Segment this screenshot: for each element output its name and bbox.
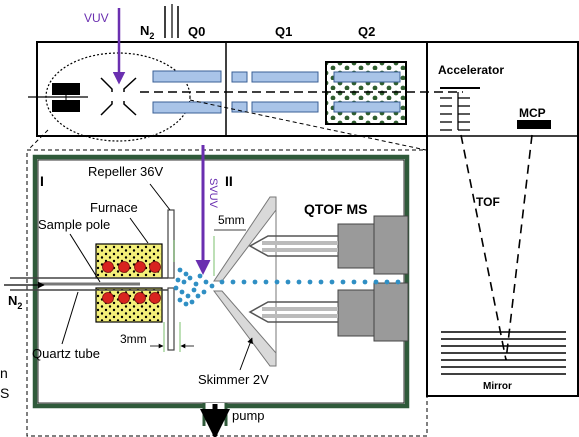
svuv-label: SVUV	[207, 178, 219, 209]
ion-particle	[395, 279, 401, 285]
ion-particle	[179, 289, 185, 295]
lens-right-upper	[123, 77, 137, 92]
ion-particle	[263, 279, 269, 285]
ion-particle	[285, 279, 291, 285]
ion-particle	[296, 279, 302, 285]
tof-label: TOF	[476, 195, 500, 209]
quartz-tube-pointer	[61, 291, 79, 345]
ion-particle	[195, 293, 201, 299]
qtof-inlet-block-lower	[248, 282, 409, 342]
ion-particle	[318, 279, 324, 285]
region-one-label: I	[40, 173, 44, 189]
ion-particle	[362, 279, 368, 285]
qtof-ms-label: QTOF MS	[304, 201, 368, 217]
furnace-label: Furnace	[90, 200, 138, 215]
ion-particle	[187, 275, 193, 281]
ion-particle	[373, 279, 379, 285]
instrument-overview: N2 VUV Q0 Q1 Q2 Accelerator	[27, 4, 579, 397]
ion-particle	[203, 279, 209, 285]
tof-flight-path-down	[460, 134, 507, 361]
ion-particle	[307, 279, 313, 285]
q2-rod-upper	[333, 71, 401, 83]
q2-rod-lower	[333, 101, 401, 113]
accelerator-grid	[440, 92, 470, 131]
ion-particle	[173, 285, 179, 291]
q1-prefilter-lower	[231, 101, 248, 113]
skimmer-pointer	[239, 337, 253, 371]
skimmer-cone-lower	[213, 290, 277, 367]
ion-particle	[175, 277, 181, 283]
repeller-pointer	[149, 183, 171, 211]
zoom-line-left	[27, 129, 49, 151]
ion-particle	[183, 301, 189, 307]
sample-pole-label: Sample pole	[38, 217, 110, 232]
ion-particle	[351, 279, 357, 285]
skimmer-cone-upper	[213, 196, 277, 282]
ion-particle	[201, 289, 207, 295]
pump-label: pump	[232, 408, 265, 423]
q2-collision-cell	[325, 61, 407, 125]
ion-particle	[197, 273, 203, 279]
q1-rod-lower	[251, 101, 319, 113]
zoom-line-right	[189, 99, 427, 151]
ion-particle	[177, 297, 183, 303]
ion-particle	[191, 287, 197, 293]
ion-particle	[230, 279, 236, 285]
q1-rod-upper	[251, 71, 319, 83]
accelerator-label: Accelerator	[438, 63, 504, 77]
reflectron-mirror	[441, 331, 566, 375]
mcp-detector	[517, 120, 551, 129]
lens-left-lower	[100, 101, 113, 116]
three-mm-label: 3mm	[120, 332, 147, 346]
ion-particle	[209, 283, 215, 289]
n2-top-label: N2	[140, 23, 154, 41]
region-two-label: II	[225, 173, 233, 189]
qtof-inlet-block-upper	[248, 215, 409, 275]
lens-left-upper	[100, 77, 113, 92]
q0-label: Q0	[188, 24, 205, 39]
edge-letter-s: S	[0, 385, 9, 401]
mcp-label: MCP	[519, 106, 546, 120]
skimmer-label: Skimmer 2V	[198, 372, 269, 387]
lens-right-lower	[123, 101, 137, 116]
ion-particle	[183, 271, 189, 277]
ion-particle	[252, 279, 258, 285]
sample-pole-pointer	[69, 233, 101, 283]
ion-particle	[193, 281, 199, 287]
ion-particle	[185, 293, 191, 299]
ion-particle	[241, 279, 247, 285]
ion-particle	[340, 279, 346, 285]
heating-elements	[102, 261, 161, 304]
mirror-label: Mirror	[483, 381, 512, 392]
ion-particle	[189, 299, 195, 305]
quartz-tube-label: Quartz tube	[32, 346, 100, 361]
vuv-top-label: VUV	[84, 11, 109, 25]
q0-rod-upper	[152, 70, 222, 83]
q1-prefilter-upper	[231, 71, 248, 83]
edge-letter-n: n	[0, 365, 8, 381]
source-block-lower	[52, 100, 80, 112]
ion-particle	[181, 279, 187, 285]
furnace-pointer	[129, 217, 149, 244]
repeller-plate-upper	[167, 209, 175, 279]
ion-particle	[219, 279, 225, 285]
ion-beam	[173, 267, 401, 307]
q1-label: Q1	[275, 24, 292, 39]
source-block-upper	[52, 83, 80, 95]
ion-particle	[329, 279, 335, 285]
repeller-plate-lower	[167, 287, 175, 351]
repeller-label: Repeller 36V	[88, 164, 163, 179]
tof-flight-path-up	[505, 134, 533, 361]
q2-label: Q2	[358, 24, 375, 39]
ion-source-detail: I II Repeller 36V SVUV Furnace Sample po…	[4, 145, 428, 437]
ion-particle	[274, 279, 280, 285]
q0-rod-lower	[152, 101, 222, 114]
five-mm-label: 5mm	[218, 213, 245, 227]
ion-particle	[384, 279, 390, 285]
n2-inlet-label: N2	[8, 293, 22, 311]
ion-particle	[177, 267, 183, 273]
